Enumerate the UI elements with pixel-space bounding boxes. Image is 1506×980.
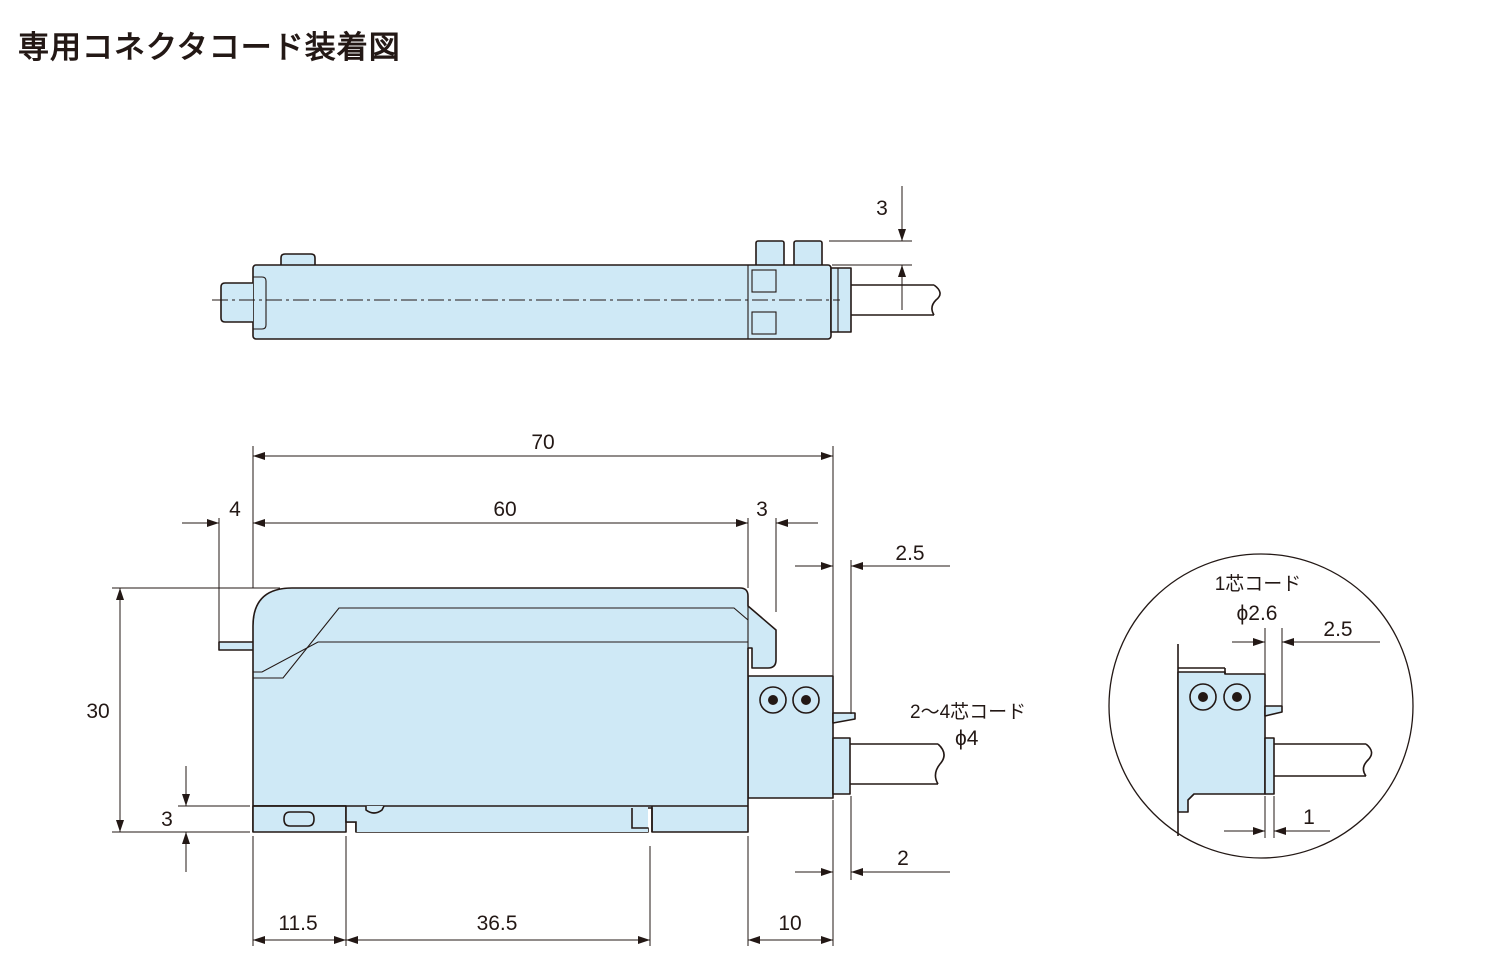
detail-connector-plug xyxy=(1264,737,1275,795)
detail-dim-2-5-label: 2.5 xyxy=(1323,618,1352,641)
dim-70-label: 70 xyxy=(531,431,554,454)
top-dim-3-label: 3 xyxy=(876,197,888,220)
front-view-bottom-lug xyxy=(365,805,385,814)
front-view-cord xyxy=(850,743,945,785)
detail-cord xyxy=(1274,743,1373,777)
detail-cord-diameter-label: ϕ2.6 xyxy=(1237,602,1278,625)
detail-cord-tab xyxy=(1264,705,1283,717)
screw-icon xyxy=(759,686,787,714)
dim-11-5-label: 11.5 xyxy=(278,912,317,935)
detail-cord-label: 1芯コード xyxy=(1215,573,1302,595)
screw-icon xyxy=(792,686,820,714)
dim-60-label: 60 xyxy=(493,498,516,521)
top-view-cord xyxy=(851,284,941,316)
top-view-connector xyxy=(830,267,852,333)
dim-2-5-label: 2.5 xyxy=(895,542,924,565)
top-view-latch xyxy=(280,253,316,266)
dim-30-label: 30 xyxy=(86,700,109,723)
front-view-connector-plug xyxy=(832,737,851,795)
dim-10-label: 10 xyxy=(778,912,801,935)
top-view: 3 xyxy=(212,186,941,340)
top-view-body xyxy=(252,264,832,340)
top-view-terminal-right xyxy=(793,240,823,268)
dim-3-right-label: 3 xyxy=(756,498,768,521)
screw-icon xyxy=(1223,683,1251,711)
top-view-terminal-left xyxy=(755,240,785,268)
dim-36-5-label: 36.5 xyxy=(477,912,518,935)
front-view-slot xyxy=(283,811,315,827)
front-view-left-tab xyxy=(218,641,256,651)
front-view-cord-tab xyxy=(832,712,856,724)
top-view-left-stub xyxy=(220,282,253,323)
dim-2-label: 2 xyxy=(897,847,909,870)
front-view-body xyxy=(252,587,777,833)
screw-icon xyxy=(1189,683,1217,711)
detail-dim-1-label: 1 xyxy=(1303,806,1315,829)
drawing-title: 専用コネクタコード装着図 xyxy=(18,30,401,66)
cord-diameter-label: ϕ4 xyxy=(955,727,979,750)
dim-3-left-label: 3 xyxy=(161,808,173,831)
cord-label: 2～4芯コード xyxy=(910,701,1026,723)
detail-view: 1芯コード ϕ2.6 2.5 1 xyxy=(1108,553,1414,859)
front-view: 70 60 4 3 2.5 30 3 11. xyxy=(86,431,1026,946)
dim-4-label: 4 xyxy=(229,498,241,521)
